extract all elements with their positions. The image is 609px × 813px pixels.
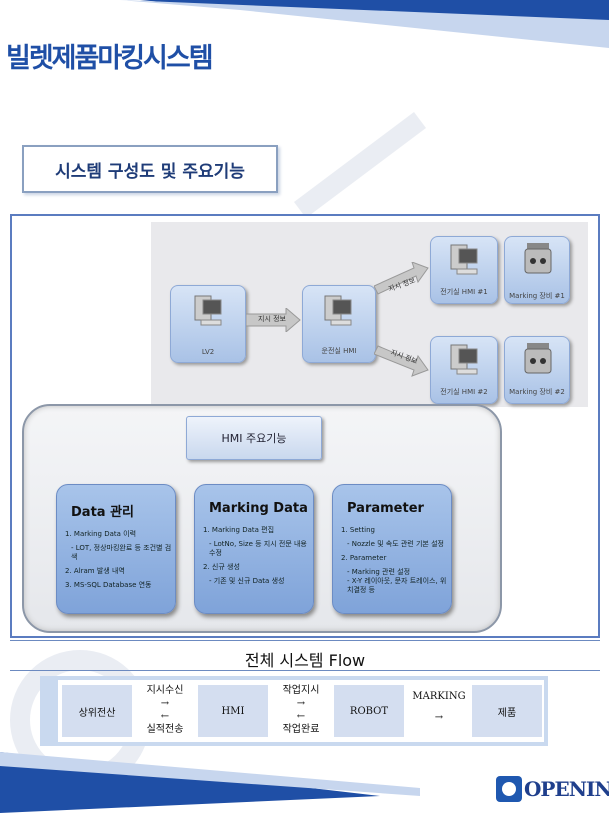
- card-item: 2. Parameter: [341, 554, 387, 562]
- arrow-ops-to-hmi1: [374, 262, 429, 295]
- arrow-left-icon: ←: [160, 711, 170, 722]
- card-item: - LotNo, Size 등 지시 전문 내용 수정: [209, 540, 307, 557]
- connector-bottom-label: 실적전송: [146, 724, 184, 735]
- flow-connector-2: 작업지시 → ← 작업완료: [270, 684, 332, 736]
- card-parameter: Parameter 1. Setting - Nozzle 및 속도 관련 기본…: [332, 484, 452, 614]
- connector-top-label: 작업지시: [282, 685, 320, 696]
- node-label: LV2: [201, 348, 215, 356]
- openin-logo: OPENIN: [496, 776, 609, 802]
- card-item: 2. 신규 생성: [203, 563, 240, 571]
- bottom-banner-shape: [0, 752, 420, 813]
- section-title: 시스템 구성도 및 주요기능: [22, 145, 278, 193]
- flow-connector-1: 지시수신 → ← 실적전송: [134, 684, 196, 736]
- node-marking-1: Marking 장비 #1: [504, 236, 570, 304]
- node-label: 전기실 HMI #2: [440, 388, 488, 396]
- arrow-right-icon: →: [434, 712, 444, 723]
- divider: [10, 670, 600, 671]
- node-label: Marking 장비 #2: [509, 388, 565, 396]
- flow-box-hmi: HMI: [198, 685, 268, 737]
- node-lv2: LV2: [170, 285, 246, 363]
- card-item: 1. Setting: [341, 526, 375, 534]
- card-item: - Marking 관련 설정: [347, 568, 411, 576]
- arrow-right-icon: →: [160, 698, 170, 709]
- flow-box-product: 제품: [472, 685, 542, 737]
- hmi-features-title: HMI 주요기능: [186, 416, 322, 460]
- logo-text: OPENIN: [524, 777, 609, 801]
- card-item: - LOT, 정상마킹완료 등 조건별 검색: [71, 544, 172, 561]
- openin-logo-mark-icon: [496, 776, 522, 802]
- node-elec-hmi-1: 전기실 HMI #1: [430, 236, 498, 304]
- node-label: 운전실 HMI: [321, 347, 357, 355]
- card-item: 1. Marking Data 편집: [203, 526, 275, 534]
- card-marking-data: Marking Data 1. Marking Data 편집 - LotNo,…: [194, 484, 314, 614]
- computer-icon: [324, 295, 352, 326]
- marking-machine-icon: [524, 343, 552, 374]
- flow-box-robot: ROBOT: [334, 685, 404, 737]
- flow-inner: [58, 680, 544, 742]
- computer-icon: [450, 244, 478, 275]
- arrow-ops-to-hmi2: [374, 345, 429, 377]
- card-item: - 기존 및 신규 Data 생성: [209, 577, 285, 585]
- computer-icon: [450, 344, 478, 375]
- card-item: 2. Alram 발생 내역: [65, 567, 125, 575]
- node-ops-hmi: 운전실 HMI: [302, 285, 376, 363]
- card-title: Data 관리: [71, 505, 134, 520]
- connector-top-label: MARKING: [412, 691, 466, 702]
- card-item: - X-Y 레이아웃, 문자 트레이스, 위치결정 등: [347, 577, 447, 594]
- divider: [10, 640, 600, 641]
- node-label: Marking 장비 #1: [509, 292, 565, 300]
- connector-bottom-label: 작업완료: [282, 724, 320, 735]
- card-item: 3. MS-SQL Database 연동: [65, 581, 152, 589]
- card-item: - Nozzle 및 속도 관련 기본 설정: [347, 540, 444, 548]
- flow-connector-3: MARKING →: [406, 690, 472, 724]
- arrow-label: 지시 정보: [258, 315, 286, 323]
- arrow-left-icon: ←: [296, 711, 306, 722]
- connector-top-label: 지시수신: [146, 685, 184, 696]
- node-marking-2: Marking 장비 #2: [504, 336, 570, 404]
- computer-icon: [194, 295, 222, 326]
- arrow-lv2-to-ops: [246, 308, 301, 332]
- arrow-right-icon: →: [296, 698, 306, 709]
- top-banner-shape: [120, 0, 609, 48]
- card-title: Parameter: [347, 501, 424, 516]
- marking-machine-icon: [524, 243, 552, 274]
- card-item: 1. Marking Data 이력: [65, 530, 137, 538]
- flow-box-host: 상위전산: [62, 685, 132, 737]
- card-data-management: Data 관리 1. Marking Data 이력 - LOT, 정상마킹완료…: [56, 484, 176, 614]
- node-elec-hmi-2: 전기실 HMI #2: [430, 336, 498, 404]
- page-title: 빌렛제품마킹시스템: [6, 43, 214, 74]
- flow-title: 전체 시스템 Flow: [244, 651, 366, 670]
- node-label: 전기실 HMI #1: [440, 288, 488, 296]
- card-title: Marking Data: [209, 501, 308, 516]
